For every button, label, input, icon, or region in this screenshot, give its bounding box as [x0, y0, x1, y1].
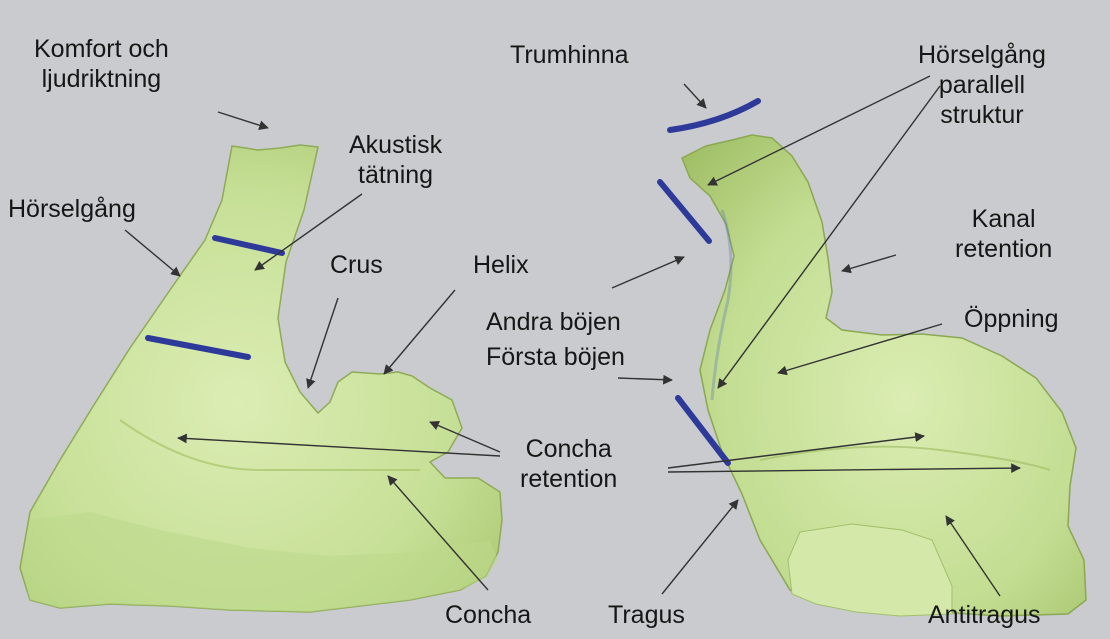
arrow-komfort — [218, 112, 268, 128]
arrow-parallell-1 — [708, 76, 930, 185]
label-akustisk-line-1: Akustisk — [349, 130, 442, 160]
label-horselgang-parallell-line-3: struktur — [918, 100, 1046, 130]
arrow-forsta — [618, 378, 672, 380]
label-horselgang: Hörselgång — [8, 194, 136, 224]
arrow-horselgang — [125, 230, 180, 276]
arrow-crus — [308, 298, 338, 388]
label-tragus: Tragus — [608, 600, 685, 630]
label-horselgang-parallell-line-1: Hörselgång — [918, 40, 1046, 70]
label-akustisk: Akustisk tätning — [349, 130, 442, 190]
label-antitragus: Antitragus — [928, 600, 1041, 630]
label-andra-bojen: Andra böjen — [486, 307, 621, 337]
label-helix: Helix — [473, 250, 529, 280]
label-komfort-line-2: ljudriktning — [34, 64, 169, 94]
label-horselgang-parallell: Hörselgång parallell struktur — [918, 40, 1046, 130]
label-concha-retention: Concha retention — [520, 434, 617, 494]
label-concha-retention-line-2: retention — [520, 464, 617, 494]
eardrum-marker — [670, 101, 758, 130]
arrow-trumhinna — [684, 84, 706, 108]
label-kanal: Kanal retention — [955, 204, 1052, 264]
label-komfort: Komfort och ljudriktning — [34, 34, 169, 94]
arrow-tragus — [662, 500, 738, 594]
label-komfort-line-1: Komfort och — [34, 34, 169, 64]
label-oppning: Öppning — [964, 304, 1059, 334]
arrow-kanal — [842, 255, 896, 271]
label-trumhinna: Trumhinna — [510, 40, 629, 70]
label-forsta-bojen: Första böjen — [486, 342, 625, 372]
label-horselgang-parallell-line-2: parallell — [918, 70, 1046, 100]
label-concha: Concha — [445, 600, 531, 630]
label-kanal-line-1: Kanal — [955, 204, 1052, 234]
label-concha-retention-line-1: Concha — [520, 434, 617, 464]
label-crus: Crus — [330, 250, 383, 280]
label-akustisk-line-2: tätning — [349, 160, 442, 190]
arrow-helix — [384, 290, 455, 374]
arrow-andra — [612, 257, 684, 288]
label-kanal-line-2: retention — [955, 234, 1052, 264]
second-bend-marker — [660, 182, 709, 241]
